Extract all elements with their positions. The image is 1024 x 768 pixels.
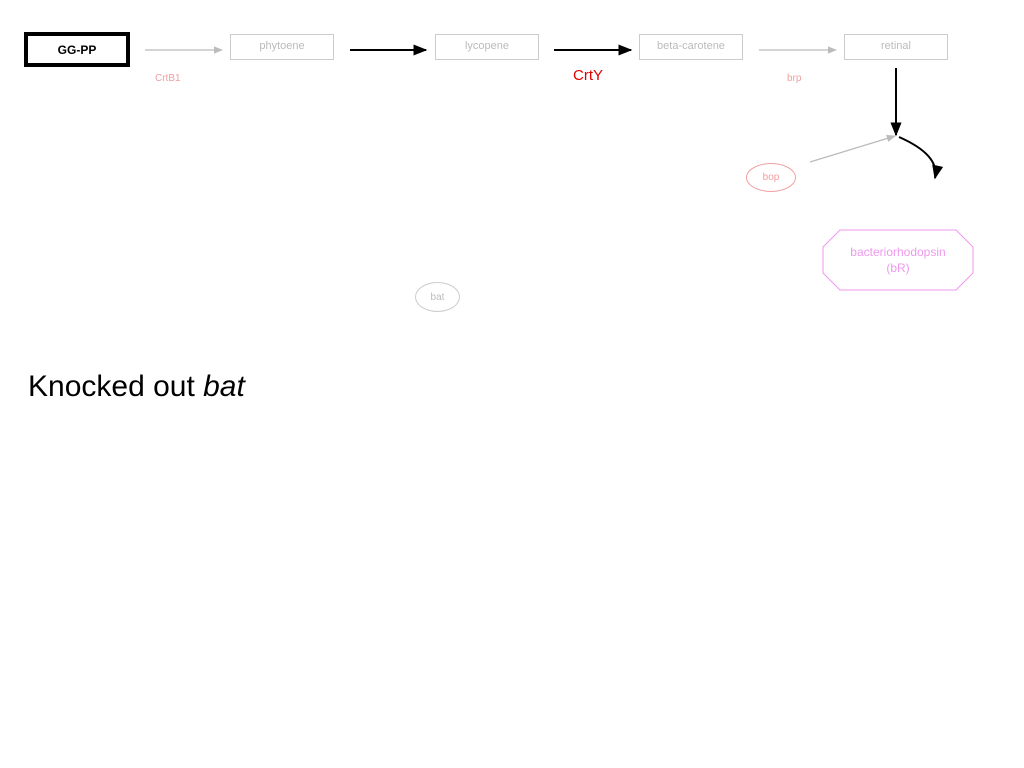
- knockout-caption: Knocked out bat: [28, 370, 245, 404]
- node-lycopene: lycopene: [435, 34, 539, 60]
- gene-bop-ellipse: bop: [746, 163, 796, 192]
- product-bacteriorhodopsin-line2: (bR): [886, 261, 910, 275]
- knockout-caption-prefix: Knocked out: [28, 370, 204, 403]
- bacteriorhodopsin-octagon: [822, 229, 974, 291]
- node-retinal-label: retinal: [881, 40, 911, 52]
- gene-bat-label: bat: [430, 291, 445, 303]
- gene-bat-ellipse: bat: [415, 282, 460, 312]
- arrow-bop-to-junction: [809, 134, 896, 163]
- enzyme-crty-label: CrtY: [573, 67, 603, 84]
- node-retinal: retinal: [844, 34, 948, 60]
- arrow-junction-to-bacteriorhodopsin: [898, 136, 944, 180]
- node-ggpp-label: GG-PP: [57, 42, 97, 57]
- enzyme-brp-label: brp: [787, 73, 802, 84]
- knockout-caption-gene: bat: [203, 370, 245, 403]
- product-bacteriorhodopsin: bacteriorhodopsin (bR): [823, 230, 973, 290]
- node-phytoene: phytoene: [230, 34, 334, 60]
- product-bacteriorhodopsin-line1: bacteriorhodopsin: [850, 245, 946, 259]
- enzyme-crtb1-label: CrtB1: [155, 73, 181, 84]
- node-beta-carotene-label: beta-carotene: [657, 40, 725, 52]
- gene-bop-label: bop: [762, 172, 780, 183]
- node-beta-carotene: beta-carotene: [639, 34, 743, 60]
- node-ggpp: GG-PP: [24, 32, 130, 67]
- node-lycopene-label: lycopene: [464, 40, 510, 52]
- node-phytoene-label: phytoene: [259, 40, 305, 52]
